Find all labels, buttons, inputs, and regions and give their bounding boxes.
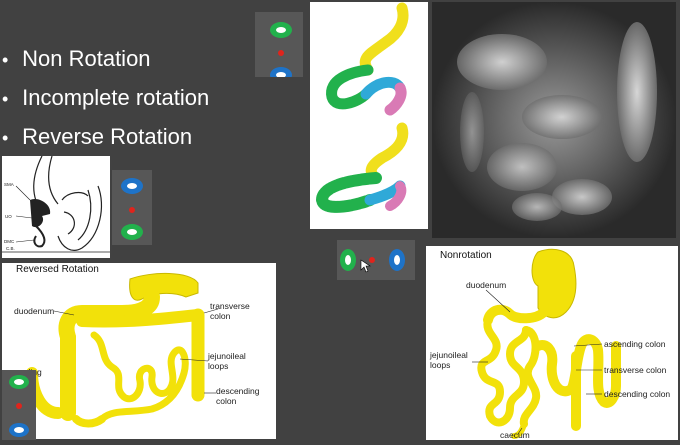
green-marker-icon (121, 224, 143, 240)
sketch-label: C.B. (6, 246, 15, 251)
label-caecum: caecum (500, 430, 530, 440)
red-dot-icon (129, 207, 135, 213)
label-transverse-colon: transverse colon (210, 301, 250, 321)
sketch-label: DMC (4, 239, 15, 244)
sketch-label: UO (5, 214, 12, 219)
sketch-diagram: SMA UO DMC C.B. (2, 155, 110, 258)
label-jejunoileal-loops: jejunoileal loops (430, 350, 468, 370)
blue-marker-icon (9, 423, 29, 437)
red-dot-icon (16, 403, 22, 409)
label-transverse-colon: transverse colon (604, 365, 667, 375)
reversed-rotation-diagram: Reversed Rotation duodenum transverse co… (2, 263, 276, 439)
bullet-item: • Incomplete rotation (2, 85, 210, 110)
reversed-rotation-title: Reversed Rotation (16, 264, 99, 275)
marker-box-left (112, 170, 152, 245)
blue-marker-icon (389, 249, 405, 271)
blue-marker-icon (121, 178, 143, 194)
nonrotation-title: Nonrotation (440, 250, 492, 261)
red-dot-icon (369, 257, 375, 263)
sketch-label: SMA (4, 182, 14, 187)
marker-box-top (255, 12, 303, 83)
green-marker-icon (340, 249, 356, 271)
blue-marker-icon (270, 67, 292, 83)
label-jejunoileal-loops: jejunoileal loops (208, 351, 246, 371)
green-marker-icon (9, 375, 29, 389)
nonrotation-diagram: Nonrotation duodenum jejunoileal loops a… (426, 246, 678, 440)
marker-box-bottom-left (2, 370, 36, 440)
marker-set (270, 22, 292, 83)
xray-image (432, 2, 676, 238)
bullet-item: • Non Rotation (2, 46, 151, 71)
label-duodenum: duodenum (466, 280, 507, 290)
mouse-cursor-icon (360, 259, 371, 273)
label-descending-colon: descending colon (216, 386, 260, 406)
label-descending-colon: descending colon (604, 389, 671, 399)
red-dot-icon (278, 50, 284, 56)
gut-model-image (310, 2, 428, 229)
label-duodenum: duodenum (14, 306, 55, 316)
bullet-list: • Non Rotation • Incomplete rotation • R… (2, 40, 209, 157)
bullet-item: • Reverse Rotation (2, 124, 193, 149)
marker-box-horizontal (337, 240, 415, 280)
label-ascending-colon: ascending colon (604, 339, 666, 349)
green-marker-icon (270, 22, 292, 38)
